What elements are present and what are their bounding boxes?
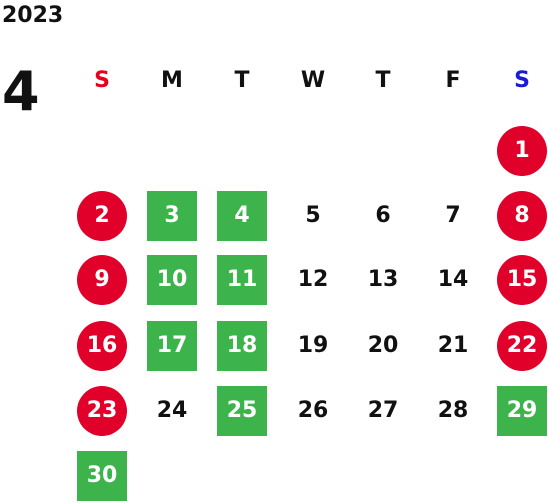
weekday-header-2: T <box>234 68 250 93</box>
weekday-header-5: F <box>445 68 461 93</box>
day-cell-3[interactable]: 3 <box>147 191 197 241</box>
day-cell-2[interactable]: 2 <box>77 191 127 241</box>
day-cell-16[interactable]: 16 <box>77 321 127 371</box>
weekday-header-0: S <box>94 68 110 93</box>
day-cell-28[interactable]: 28 <box>437 398 469 423</box>
day-cell-26[interactable]: 26 <box>297 398 329 423</box>
day-cell-24[interactable]: 24 <box>156 398 188 423</box>
day-cell-10[interactable]: 10 <box>147 255 197 305</box>
day-cell-9[interactable]: 9 <box>77 255 127 305</box>
day-cell-27[interactable]: 27 <box>367 398 399 423</box>
day-cell-29[interactable]: 29 <box>497 386 547 436</box>
day-cell-15[interactable]: 15 <box>497 255 547 305</box>
year-label: 2023 <box>2 3 64 28</box>
day-cell-8[interactable]: 8 <box>497 191 547 241</box>
day-cell-19[interactable]: 19 <box>297 333 329 358</box>
day-cell-11[interactable]: 11 <box>217 255 267 305</box>
day-cell-22[interactable]: 22 <box>497 321 547 371</box>
day-cell-25[interactable]: 25 <box>217 386 267 436</box>
day-cell-17[interactable]: 17 <box>147 321 197 371</box>
weekday-header-6: S <box>514 68 530 93</box>
day-cell-1[interactable]: 1 <box>497 126 547 176</box>
day-cell-14[interactable]: 14 <box>437 267 469 292</box>
day-cell-30[interactable]: 30 <box>77 451 127 501</box>
day-cell-20[interactable]: 20 <box>367 333 399 358</box>
day-cell-5[interactable]: 5 <box>305 203 321 228</box>
weekday-header-1: M <box>161 68 183 93</box>
day-cell-12[interactable]: 12 <box>297 267 329 292</box>
day-cell-7[interactable]: 7 <box>445 203 461 228</box>
weekday-header-3: W <box>300 68 326 93</box>
day-cell-6[interactable]: 6 <box>375 203 391 228</box>
day-cell-18[interactable]: 18 <box>217 321 267 371</box>
day-cell-21[interactable]: 21 <box>437 333 469 358</box>
month-number: 4 <box>2 60 40 123</box>
day-cell-13[interactable]: 13 <box>367 267 399 292</box>
day-cell-23[interactable]: 23 <box>77 386 127 436</box>
weekday-header-4: T <box>375 68 391 93</box>
day-cell-4[interactable]: 4 <box>217 191 267 241</box>
